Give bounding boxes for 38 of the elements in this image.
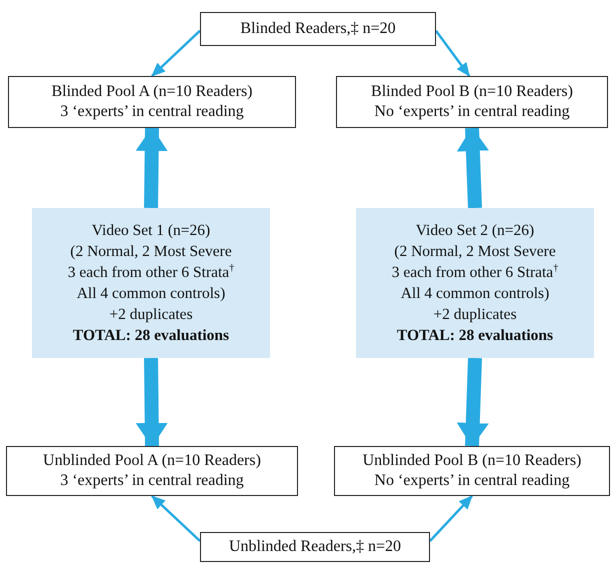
arrow [456,127,489,208]
video-set-panel [32,208,270,358]
reader-pool-box [200,12,436,46]
video-set-panel [356,208,594,358]
box-text: Blinded Pool B (n=10 Readers) [371,82,573,102]
reader-pool-box [8,76,296,128]
box-text: 3 each from other 6 Strata$^{†}$ [68,262,234,283]
box-text: TOTAL: 28 evaluations [396,326,554,346]
box-text: 3 ‘experts’ in central reading [60,471,244,491]
box-text: All 4 common controls) [400,284,550,304]
arrow [456,358,489,447]
arrow [136,358,168,447]
box-text: 3 ‘experts’ in central reading [60,102,244,122]
box-text: (2 Normal, 2 Most Severe [394,242,556,262]
box-text: Unblinded Pool A (n=10 Readers) [43,451,261,471]
box-text: No ‘experts’ in central reading [374,102,570,122]
reader-pool-box [334,446,610,496]
arrow [435,30,470,77]
box-text: Video Set 2 (n=26) [416,221,534,241]
box-text: Blinded Readers,‡ n=20 [240,19,396,39]
box-text: +2 duplicates [109,305,193,325]
box-text: 3 each from other 6 Strata$^{†}$ [392,262,558,283]
box-text: Unblinded Pool B (n=10 Readers) [362,451,582,471]
box-text: +2 duplicates [433,305,517,325]
box-text: No ‘experts’ in central reading [374,471,570,491]
arrow [151,495,201,542]
reader-pool-box [336,76,608,128]
reader-pool-box [6,446,298,496]
arrow [151,30,201,77]
box-text: TOTAL: 28 evaluations [72,326,230,346]
reader-pool-box [200,532,430,562]
box-text: All 4 common controls) [76,284,226,304]
arrow [136,127,168,208]
box-text: Video Set 1 (n=26) [92,221,210,241]
box-text: (2 Normal, 2 Most Severe [70,242,232,262]
arrow [429,495,473,542]
box-text: Unblinded Readers,‡ n=20 [228,537,402,557]
box-text: Blinded Pool A (n=10 Readers) [51,82,252,102]
